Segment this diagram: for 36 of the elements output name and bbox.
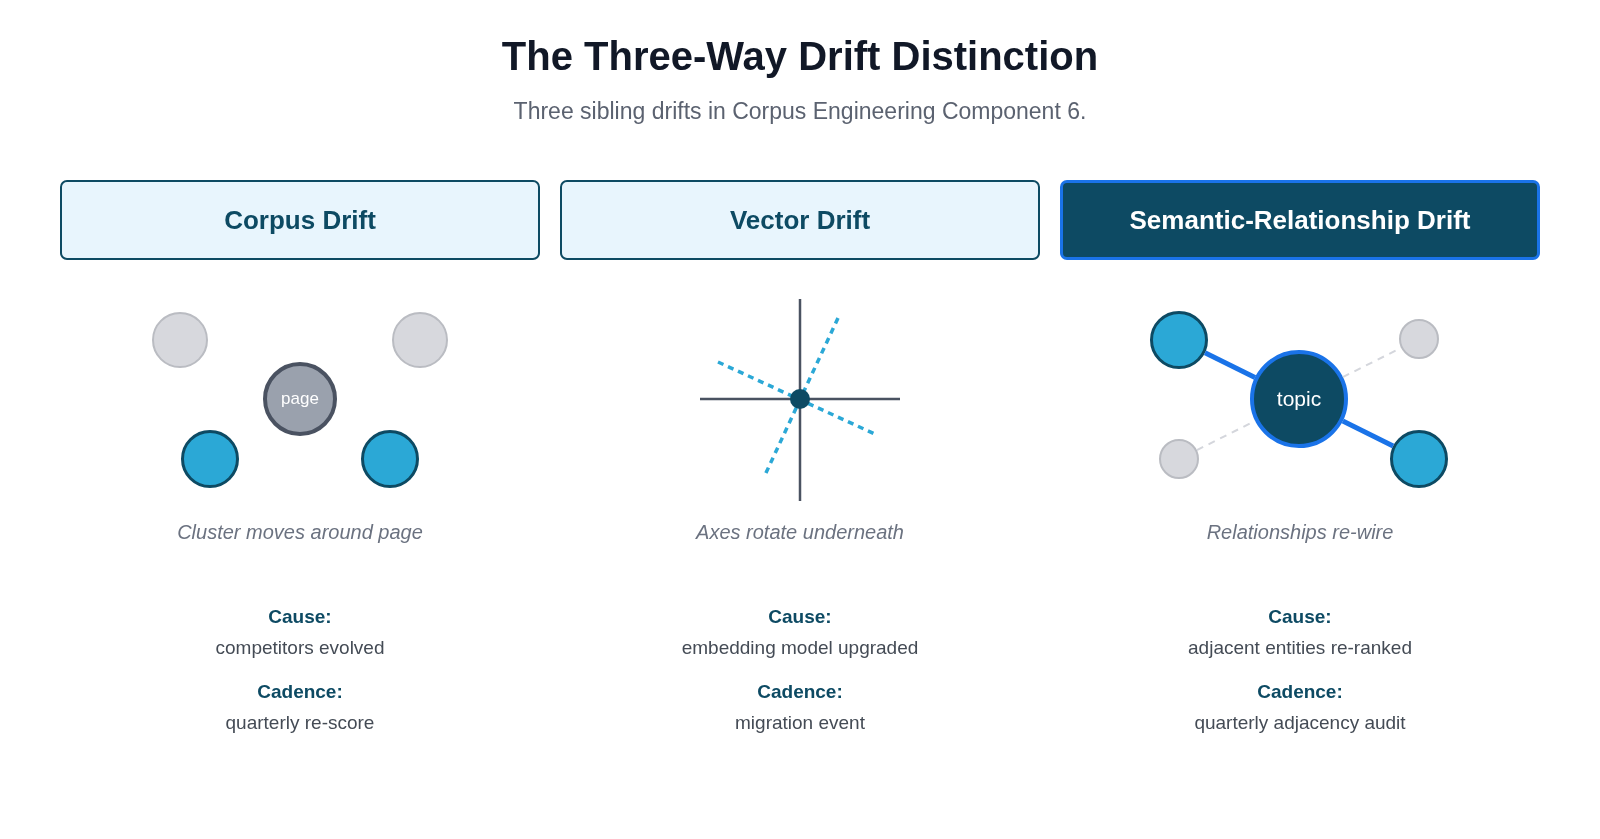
cluster-circle bbox=[361, 430, 419, 488]
circle-label: topic bbox=[1276, 387, 1322, 411]
field-label: Cause: bbox=[768, 605, 832, 628]
field-value: embedding model upgraded bbox=[681, 636, 919, 659]
relationship-line bbox=[1341, 418, 1395, 449]
drift-header-box bbox=[60, 180, 540, 260]
field-value: adjacent entities re-ranked bbox=[1188, 636, 1412, 659]
field-value: quarterly re-score bbox=[225, 711, 375, 734]
field-label: Cadence: bbox=[757, 680, 843, 703]
field-value: migration event bbox=[735, 711, 865, 734]
field-value: competitors evolved bbox=[215, 636, 385, 659]
field-value: quarterly adjacency audit bbox=[1194, 711, 1406, 734]
faded-circle bbox=[392, 312, 448, 368]
cluster-circle bbox=[181, 430, 239, 488]
field-label: Cadence: bbox=[1257, 680, 1343, 703]
drift-title: Vector Drift bbox=[729, 204, 871, 236]
subtitle: Three sibling drifts in Corpus Engineering Component 6. bbox=[513, 97, 1087, 125]
drift-title: Semantic-Relationship Drift bbox=[1129, 204, 1471, 236]
circle-label: page bbox=[281, 389, 319, 409]
drift-header-box bbox=[560, 180, 1040, 260]
active-drift-header-box bbox=[1060, 180, 1540, 260]
illustration-caption: Axes rotate underneath bbox=[696, 520, 904, 544]
illustration-caption: Cluster moves around page bbox=[177, 520, 423, 544]
faded-circle bbox=[152, 312, 208, 368]
diagram-title: The Three-Way Drift Distinction bbox=[501, 34, 1099, 78]
drift-title: Corpus Drift bbox=[224, 204, 376, 236]
field-label: Cause: bbox=[268, 605, 332, 628]
faded-relationship-line bbox=[1195, 419, 1257, 452]
field-label: Cause: bbox=[1268, 605, 1332, 628]
faded-circle bbox=[1159, 439, 1199, 479]
cluster-circle bbox=[1390, 430, 1448, 488]
cluster-circle bbox=[1150, 311, 1208, 369]
relationship-line bbox=[1203, 350, 1257, 380]
field-label: Cadence: bbox=[257, 680, 343, 703]
illustration-caption: Relationships re-wire bbox=[1206, 520, 1394, 544]
faded-circle bbox=[1399, 319, 1439, 359]
